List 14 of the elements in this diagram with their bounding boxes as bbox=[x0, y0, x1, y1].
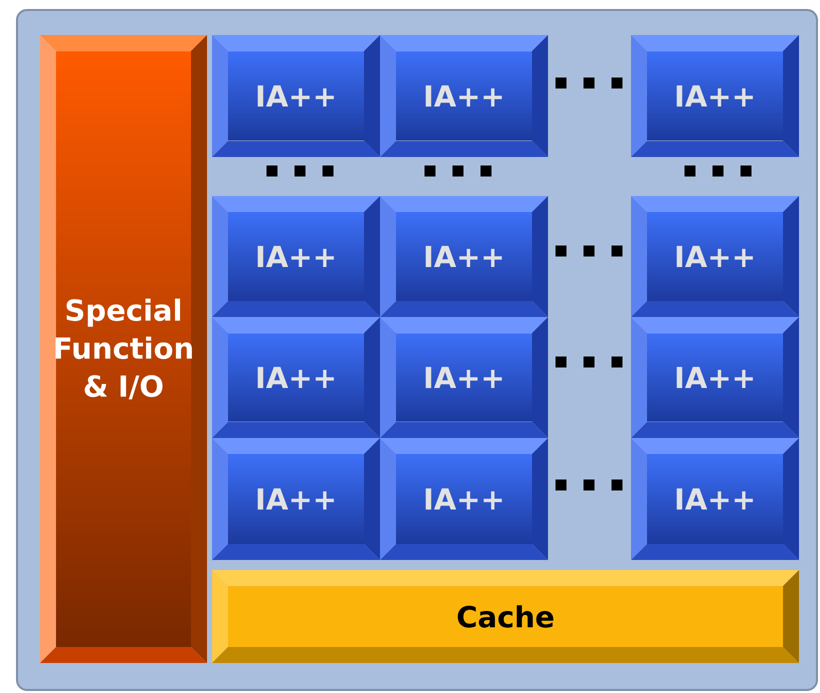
io-block: Special Function & I/O bbox=[40, 35, 207, 663]
core-block: IA++ bbox=[631, 438, 799, 560]
core-block: IA++ bbox=[631, 196, 799, 317]
core-block: IA++ bbox=[212, 438, 380, 560]
core-block: IA++ bbox=[380, 316, 548, 438]
core-block: IA++ bbox=[380, 35, 548, 157]
core-block: IA++ bbox=[380, 438, 548, 560]
core-block: IA++ bbox=[631, 316, 799, 438]
core-block: IA++ bbox=[212, 35, 380, 157]
core-block: IA++ bbox=[380, 196, 548, 317]
core-block: IA++ bbox=[631, 35, 799, 157]
core-block: IA++ bbox=[212, 316, 380, 438]
cache-block: Cache bbox=[212, 570, 799, 663]
core-block: IA++ bbox=[212, 196, 380, 317]
